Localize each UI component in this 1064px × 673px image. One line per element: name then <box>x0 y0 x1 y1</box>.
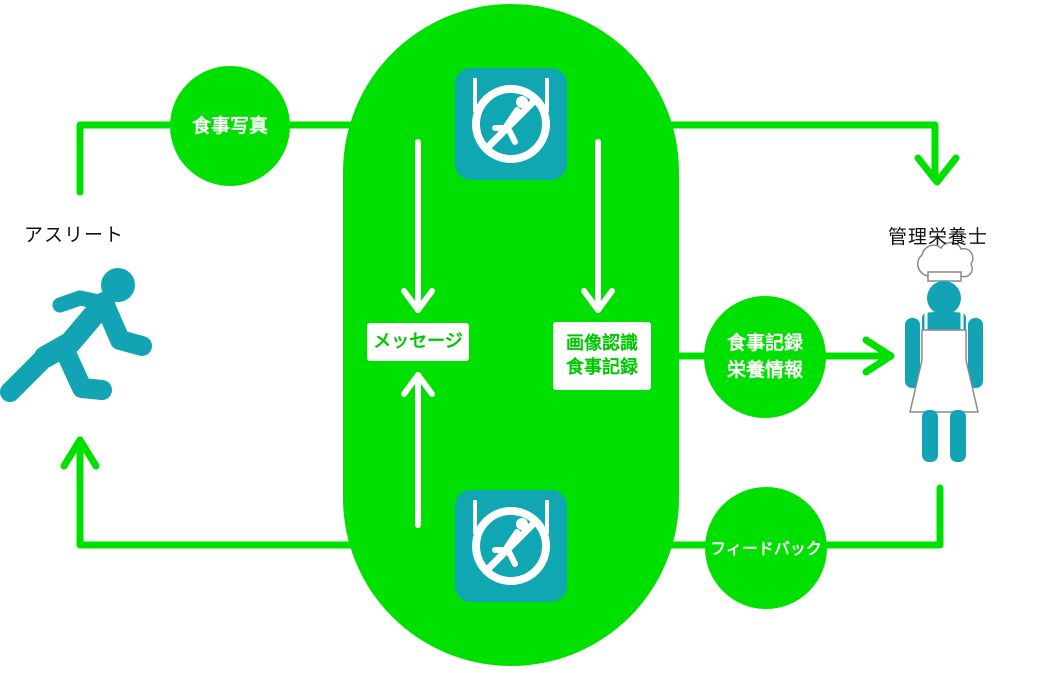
arrowhead-dietitian-right <box>862 336 895 376</box>
nutrition-info-label: 栄養情報 <box>726 359 803 381</box>
athlete-label: アスリート <box>24 224 125 246</box>
arrowhead-athlete-bottom <box>60 436 100 470</box>
meal-record-box-label: 食事記録 <box>566 357 638 378</box>
feedback-label: フィードバック <box>710 538 822 558</box>
path-app-to-dietitian <box>666 121 939 182</box>
chef-icon <box>905 241 983 462</box>
meal-record-bubble: 食事記録 栄養情報 <box>704 296 826 418</box>
running-athlete-icon <box>0 268 152 402</box>
meal-photo-bubble: 食事写真 <box>170 66 290 186</box>
message-box: メッセージ <box>367 323 469 361</box>
meal-photo-label: 食事写真 <box>191 114 268 137</box>
app-logo-icon <box>455 490 567 602</box>
app-logo-icon <box>455 68 567 180</box>
feedback-bubble: フィードバック <box>705 487 827 609</box>
recognition-box: 画像認識 食事記録 <box>553 322 651 390</box>
image-recognition-label: 画像認識 <box>566 333 638 354</box>
path-app-to-athlete <box>76 436 354 549</box>
dietitian-label: 管理栄養士 <box>888 226 989 248</box>
message-label: メッセージ <box>373 331 463 352</box>
meal-record-label: 食事記録 <box>726 332 803 354</box>
arrowhead-dietitian-top <box>914 154 960 186</box>
